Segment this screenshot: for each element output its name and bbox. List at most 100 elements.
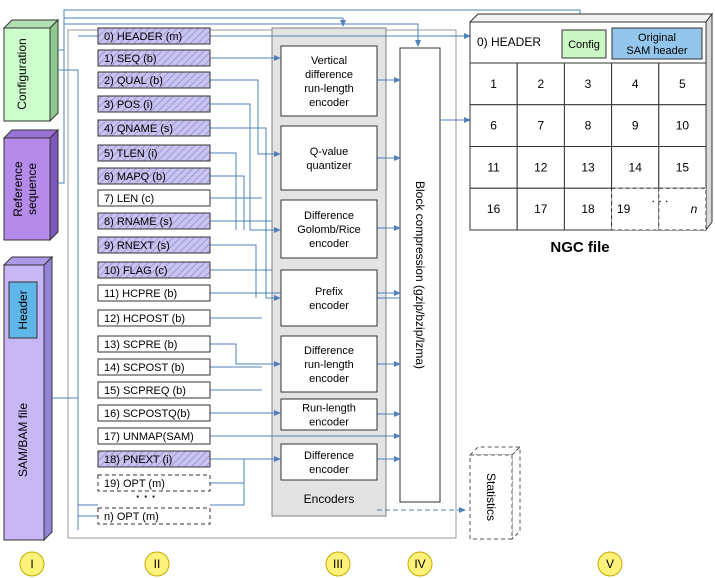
stage-marker: V [597,551,623,577]
encoder-label: Difference [304,210,354,222]
encoder-label: encoder [309,417,349,429]
stream-box [97,309,211,327]
stream-box [97,71,211,89]
configuration-box: Configuration [2,18,60,123]
stream-label: n) OPT (m) [104,511,159,523]
stream-box [97,144,211,162]
ngc-cell [658,187,707,231]
stream-item: 10) FLAG (c) [97,261,211,279]
ngc-cell-label: 16 [487,202,501,216]
stream-label: 10) FLAG (c) [104,265,168,277]
ngc-original-line2: SAM header [626,45,687,57]
encoder-label: encoder [309,97,349,109]
ngc-cell-label: 19 [617,202,631,216]
sam-bam-file-box: Header SAM/BAM file [2,255,54,542]
block-compression-box [399,47,441,503]
ngc-cell-label: 3 [585,77,592,91]
stream-label: 18) PNEXT (i) [104,454,172,466]
stream-item: 5) TLEN (i) [97,144,211,162]
stage-label: V [606,557,614,571]
stage-marker: I [19,551,45,577]
encoder-label: difference [305,69,353,81]
configuration-label: Configuration [15,38,29,109]
ngc-cell-label: 13 [581,160,595,174]
stream-box [97,404,211,422]
stream-box [97,95,211,113]
stream-item: 15) SCPREQ (b) [97,381,211,399]
encoder-label: encoder [309,373,349,385]
encoder-box: Difference encoder [280,443,378,481]
stream-item: 3) POS (i) [97,95,211,113]
statistics-label: Statistics [484,473,498,521]
stream-item: 11) HCPRE (b) [97,284,211,302]
stage-marker: II [144,551,170,577]
stream-box [97,358,211,376]
stream-label: 4) QNAME (s) [104,123,173,135]
ngc-cell-label: 6 [490,119,497,133]
stream-label: 15) SCPREQ (b) [104,385,186,397]
ngc-cell-label: 2 [537,77,544,91]
ngc-cell [516,62,565,106]
stage-label: II [154,557,161,571]
encoder-label: encoder [309,464,349,476]
stream-label: 5) TLEN (i) [104,148,158,160]
stream-label: 6) MAPQ (b) [104,171,166,183]
ngc-cell-label: 10 [676,119,690,133]
stream-label: 14) SCPOST (b) [104,362,185,374]
stream-label: 17) UNMAP(SAM) [104,431,194,443]
ngc-cell-label: 1 [490,77,497,91]
stream-item: 18) PNEXT (i) [97,450,211,468]
encoder-label: Difference [304,450,354,462]
stream-item: 8) RNAME (s) [97,212,211,230]
ngc-caption: NGC file [550,239,609,256]
stream-box [97,167,211,185]
stream-item: 6) MAPQ (b) [97,167,211,185]
ngc-cell [469,104,518,147]
stream-item: 14) SCPOST (b) [97,358,211,376]
stream-item: 12) HCPOST (b) [97,309,211,327]
stage-marker: IV [407,551,433,577]
stream-box [97,189,211,207]
stage-label: I [30,557,33,571]
stream-box [97,507,211,525]
streams-column: 0) HEADER (m)1) SEQ (b)2) QUAL (b)3) POS… [97,27,211,525]
stage-label: III [333,557,343,571]
stream-item: 13) SCPRE (b) [97,335,211,353]
ngc-cell [469,62,518,106]
stage-marker: III [325,551,351,577]
ngc-original-header-box [611,27,703,60]
ngc-cell [658,146,707,189]
stream-item: 4) QNAME (s) [97,119,211,137]
statistics-box: Statistics [468,445,522,541]
stream-label: 7) LEN (c) [104,193,154,205]
stream-box [97,474,211,492]
stream-box [97,450,211,468]
reference-label-line1: Reference [11,161,25,217]
reference-sequence-box: Reference sequence [2,128,60,242]
ngc-dots: . . . [652,191,669,205]
stream-item: 19) OPT (m) [97,474,211,492]
encoder-boxes: Verticaldifferencerun-lengthencoderQ-val… [280,45,378,481]
encoder-label: encoder [309,238,349,250]
encoder-label: Golomb/Rice [297,224,361,236]
stream-item: 17) UNMAP(SAM) [97,427,211,445]
ngc-header-label: 0) HEADER [477,35,541,49]
ngc-cell [611,187,660,231]
stream-label: 1) SEQ (b) [104,53,157,65]
sam-file-label: SAM/BAM file [16,403,30,477]
encoder-label: Prefix [315,286,344,298]
stream-item: n) OPT (m) [97,507,211,525]
stream-box [97,381,211,399]
sam-header-label: Header [16,290,30,329]
stream-label: 2) QUAL (b) [104,75,163,87]
stream-label: 16) SCPOSTQ(b) [104,408,190,420]
encoder-label: quantizer [306,160,352,172]
stream-box [97,236,211,254]
stream-box [97,119,211,137]
